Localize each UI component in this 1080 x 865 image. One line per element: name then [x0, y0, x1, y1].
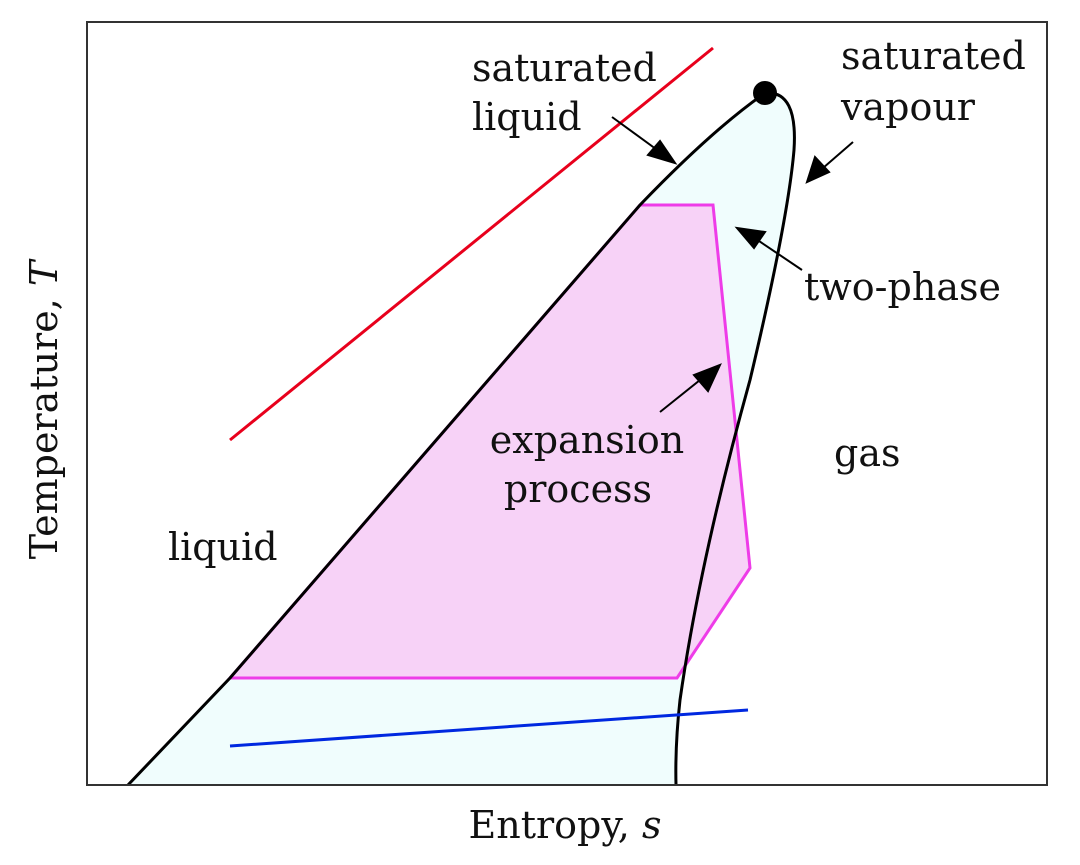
- gas-label: gas: [834, 431, 900, 475]
- saturated-liquid-label-line2: liquid: [472, 95, 582, 139]
- x-axis-label: Entropy, s: [469, 803, 662, 847]
- y-axis-label: Temperature, T: [22, 258, 66, 559]
- saturated-vapour-label-line2: vapour: [840, 85, 976, 129]
- red-line: [229, 46, 714, 442]
- blue-line: [229, 708, 749, 748]
- saturated-vapour-curve: [674, 91, 796, 786]
- critical-point-marker: [753, 81, 777, 105]
- annotation-arrows: [611, 116, 854, 413]
- saturated-liquid-curve: [126, 91, 766, 787]
- plot-frame: [86, 21, 1048, 786]
- expansion-process-label: expansion: [490, 418, 684, 462]
- liquid-label: liquid: [168, 525, 278, 569]
- expansion-process-label-line2: process: [504, 467, 652, 511]
- saturated-vapour-label: saturated: [841, 34, 1026, 78]
- two-phase-label: two-phase: [804, 265, 1001, 309]
- saturated-liquid-label: saturated: [472, 46, 657, 90]
